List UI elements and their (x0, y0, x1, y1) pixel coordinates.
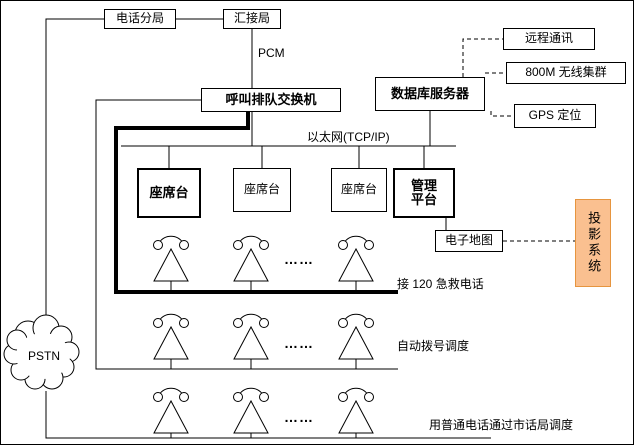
telephone-icon (153, 313, 189, 360)
solid-connectors (45, 18, 491, 439)
call-queue-switch-box: 呼叫排队交换机 (201, 88, 341, 112)
telephone-icon (153, 235, 189, 282)
agent-console-2-box: 座席台 (233, 168, 291, 212)
gps-positioning-box: GPS 定位 (514, 104, 596, 128)
agent-console-1-box: 座席台 (137, 168, 201, 218)
agent-console-3-box: 座席台 (331, 168, 387, 212)
telephone-icon (338, 235, 374, 282)
telephone-icon (153, 387, 189, 434)
management-platform-label: 管理平台 (410, 177, 437, 207)
projection-system-label: 投影系统 (586, 211, 602, 275)
telephone-icon (338, 313, 374, 360)
ellipsis-row2: …… (284, 335, 314, 351)
ellipsis-row1: …… (284, 251, 314, 267)
tandem-office-box: 汇接局 (223, 9, 281, 29)
wireless-trunking-box: 800M 无线集群 (506, 62, 626, 84)
emergency-120-label: 接 120 急救电话 (397, 277, 484, 291)
remote-communication-box: 远程通讯 (503, 28, 595, 50)
management-platform-box: 管理平台 (393, 168, 455, 218)
ordinary-phone-label: 用普通电话通过市话局调度 (429, 418, 574, 432)
dashed-connectors (462, 38, 575, 242)
ethernet-label: 以太网(TCP/IP) (307, 130, 390, 144)
telephone-icon (233, 387, 269, 434)
telephones (153, 235, 374, 434)
telephone-icon (338, 387, 374, 434)
telephone-icon (233, 313, 269, 360)
pcm-label: PCM (258, 46, 285, 60)
pstn-cloud (3, 314, 80, 390)
trunk-line-120 (114, 112, 398, 294)
database-server-box: 数据库服务器 (375, 77, 485, 111)
telephone-branch-box: 电话分局 (104, 9, 176, 29)
telephone-icon (233, 235, 269, 282)
pstn-label: PSTN (27, 349, 60, 363)
ellipsis-row3: …… (284, 409, 314, 425)
auto-dial-label: 自动拨号调度 (397, 339, 470, 353)
electronic-map-box: 电子地图 (435, 230, 503, 252)
projection-system-box: 投影系统 (575, 199, 611, 287)
